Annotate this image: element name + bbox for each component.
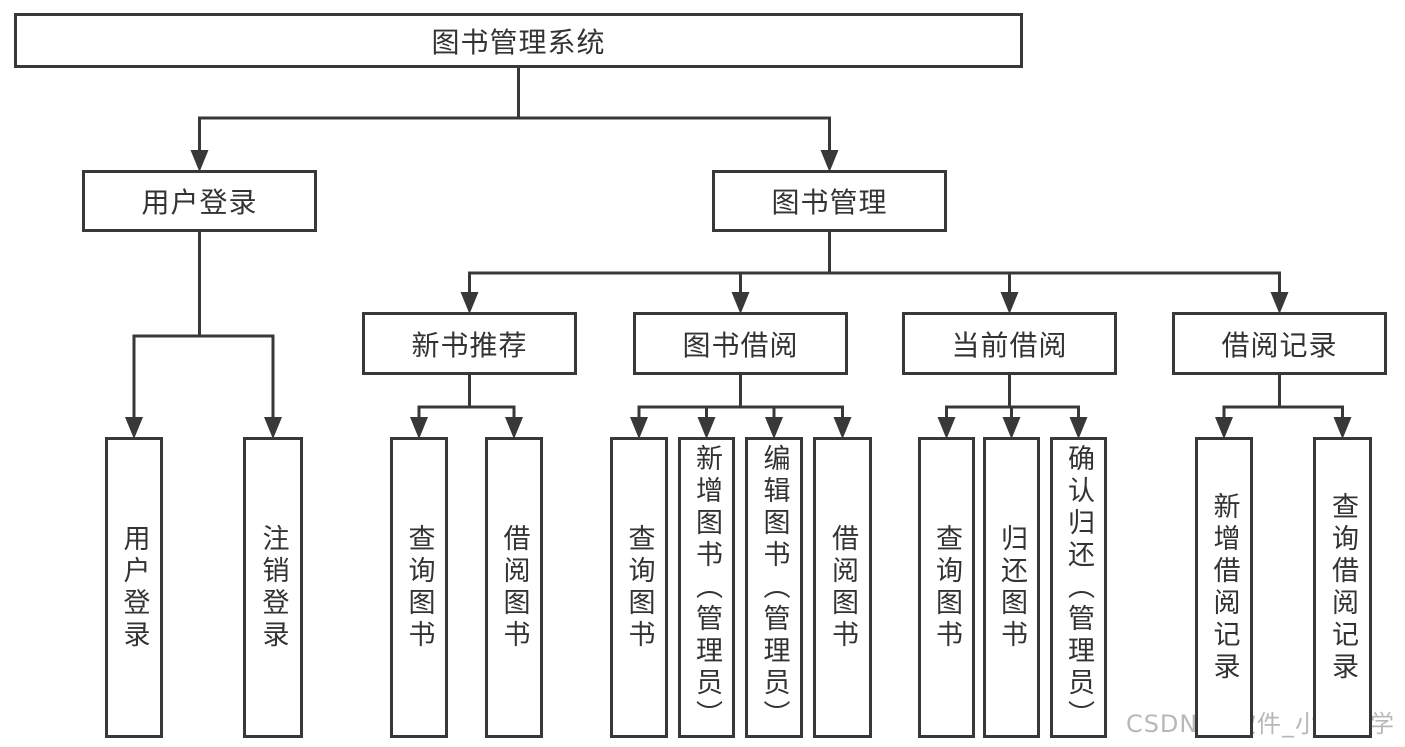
arrowhead <box>765 417 783 439</box>
arrowhead <box>1270 292 1289 314</box>
node-label: 新增图书（管理员） <box>691 443 722 732</box>
node-cb-query-books: 查询图书 <box>918 437 975 738</box>
arrowhead <box>460 292 479 314</box>
node-label: 确认归还（管理员） <box>1063 443 1094 732</box>
node-label: 注销登录 <box>257 523 289 652</box>
arrowhead <box>410 417 428 439</box>
node-new-book-rec: 新书推荐 <box>362 312 577 375</box>
node-bb-add-books: 新增图书（管理员） <box>678 437 735 738</box>
node-book-mgmt: 图书管理 <box>712 170 947 232</box>
node-br-add-record: 新增借阅记录 <box>1195 437 1253 738</box>
arrowhead <box>264 417 282 439</box>
arrowhead <box>820 150 839 172</box>
node-label: 新增借阅记录 <box>1208 491 1240 684</box>
node-label: 当前借阅 <box>951 328 1068 362</box>
node-label: 查询图书 <box>623 523 655 652</box>
arrowhead <box>505 417 523 439</box>
arrowhead <box>697 417 716 439</box>
node-label: 用户登录 <box>118 523 150 652</box>
node-br-query-record: 查询借阅记录 <box>1313 437 1372 738</box>
arrowhead <box>1069 417 1088 439</box>
node-bb-borrow-books: 借阅图书 <box>813 437 872 738</box>
node-cb-confirm-return: 确认归还（管理员） <box>1050 437 1107 738</box>
node-system: 图书管理系统 <box>14 13 1023 68</box>
node-cb-return-books: 归还图书 <box>983 437 1040 738</box>
node-label: 图书管理 <box>771 186 888 219</box>
arrowhead <box>833 417 852 439</box>
node-nbr-borrow-books: 借阅图书 <box>485 437 543 738</box>
node-logout: 注销登录 <box>243 437 303 738</box>
node-label: 借阅图书 <box>827 523 858 652</box>
node-label: 查询图书 <box>931 523 962 652</box>
arrowhead <box>190 150 209 172</box>
node-nbr-query-books: 查询图书 <box>390 437 448 738</box>
arrowhead <box>937 417 956 439</box>
node-label: 查询图书 <box>403 523 435 652</box>
node-label: 图书借阅 <box>682 328 799 362</box>
node-bb-edit-books: 编辑图书（管理员） <box>745 437 803 738</box>
node-bb-query-books: 查询图书 <box>610 437 668 738</box>
node-user-login: 用户登录 <box>82 170 317 232</box>
node-label: 借阅图书 <box>498 523 530 652</box>
node-login: 用户登录 <box>105 437 163 738</box>
node-borrow-records: 借阅记录 <box>1172 312 1387 375</box>
node-book-borrow: 图书借阅 <box>633 312 848 375</box>
node-label: 归还图书 <box>996 523 1027 652</box>
arrowhead <box>1215 417 1233 439</box>
arrowhead <box>1002 417 1021 439</box>
node-label: 新书推荐 <box>411 328 528 362</box>
node-current-borrow: 当前借阅 <box>902 312 1117 375</box>
arrowhead <box>1333 417 1352 439</box>
node-label: 借阅记录 <box>1221 328 1338 362</box>
node-label: 用户登录 <box>141 186 258 219</box>
node-label: 图书管理系统 <box>431 25 606 59</box>
arrowhead <box>731 292 750 314</box>
node-label: 查询借阅记录 <box>1327 491 1358 684</box>
arrowhead <box>1000 292 1019 314</box>
node-label: 编辑图书（管理员） <box>758 443 790 732</box>
arrowhead <box>125 417 143 439</box>
arrowhead <box>630 417 648 439</box>
